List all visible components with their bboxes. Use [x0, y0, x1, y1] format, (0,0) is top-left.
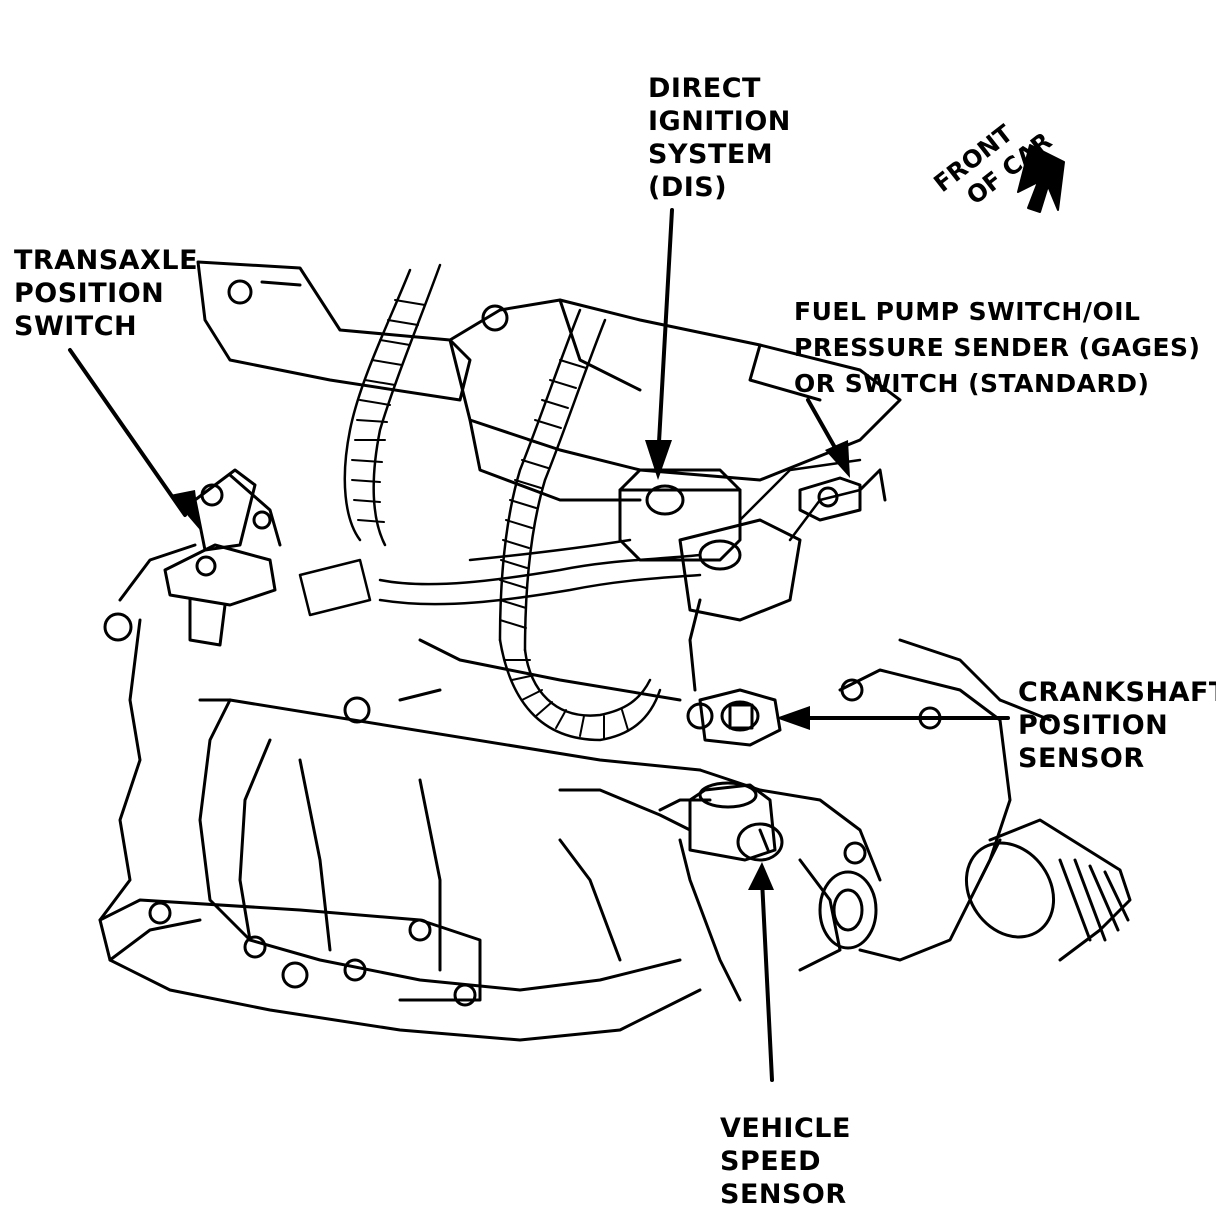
crankshaft-label-line: POSITION — [1018, 710, 1169, 741]
speed-sensor-label-line: SENSOR — [720, 1179, 847, 1210]
harness-ribs — [351, 299, 629, 739]
arrow-heads — [170, 440, 850, 890]
speed-sensor-label: VEHICLE SPEED SENSOR — [720, 1112, 851, 1211]
speed-sensor-label-line: VEHICLE — [720, 1113, 851, 1144]
dis-label-line: DIRECT — [648, 73, 761, 104]
front-arrow-icon — [1017, 144, 1065, 213]
dis-module — [618, 468, 802, 622]
speed-sensor-label-line: SPEED — [720, 1146, 822, 1177]
crankshaft-sensor — [686, 598, 782, 747]
oil-pan — [98, 898, 482, 1007]
dis-label-line: (DIS) — [648, 172, 728, 203]
dis-label: DIRECT IGNITION SYSTEM (DIS) — [648, 72, 791, 204]
transaxle-label-line: SWITCH — [14, 311, 138, 342]
transaxle-label-line: TRANSAXLE — [14, 245, 199, 276]
engine-block — [98, 543, 882, 1042]
transaxle-label: TRANSAXLE POSITION SWITCH — [14, 244, 198, 343]
dis-label-line: SYSTEM — [648, 139, 774, 170]
crankshaft-label-line: CRANKSHAFT — [1018, 677, 1216, 708]
fuel-pump-label-line: FUEL PUMP SWITCH/OIL — [794, 297, 1141, 326]
fuel-pump-label: FUEL PUMP SWITCH/OIL PRESSURE SENDER (GA… — [794, 294, 1200, 402]
top-bracket — [196, 260, 472, 402]
speed-sensor — [558, 781, 784, 1002]
valve-cover — [448, 298, 902, 502]
fuel-pump-label-line: OR SWITCH (STANDARD) — [794, 369, 1150, 398]
fuel-pump-label-line: PRESSURE SENDER (GAGES) — [794, 333, 1201, 362]
wiring-harness — [298, 263, 862, 742]
crankshaft-label-line: SENSOR — [1018, 743, 1145, 774]
transaxle-label-line: POSITION — [14, 278, 165, 309]
crankshaft-label: CRANKSHAFT POSITION SENSOR — [1018, 676, 1216, 775]
transaxle-switch — [163, 468, 282, 647]
dis-label-line: IGNITION — [648, 106, 791, 137]
fuel-pump-switch — [798, 468, 887, 522]
